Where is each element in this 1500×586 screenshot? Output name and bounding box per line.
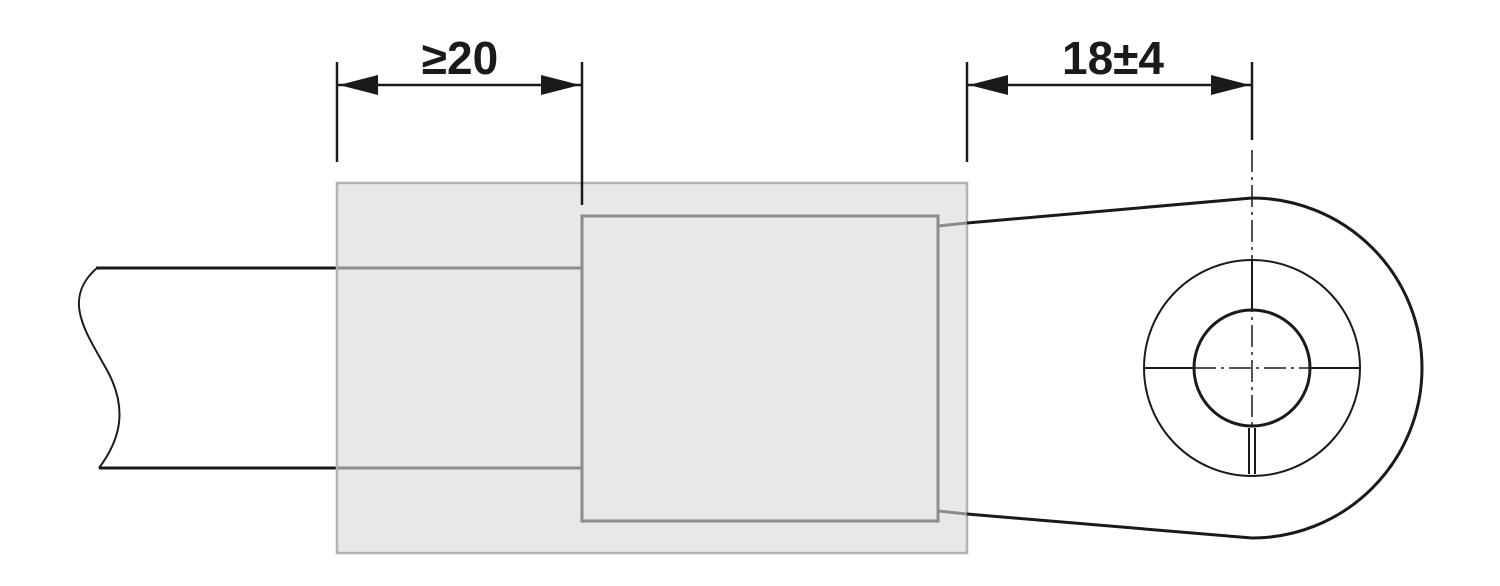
ring-slot bbox=[1248, 428, 1256, 474]
arrowhead-right bbox=[541, 75, 580, 95]
arrowhead-right bbox=[1211, 75, 1250, 95]
dimension-lug-offset: 18±4 bbox=[965, 32, 1254, 162]
arrowhead-left bbox=[339, 75, 378, 95]
arrowhead-left bbox=[969, 75, 1008, 95]
lug-neck-top-inner bbox=[937, 221, 968, 228]
dimension-label-strip-length: ≥20 bbox=[422, 32, 498, 84]
crimp-barrel bbox=[580, 214, 940, 523]
dimension-label-lug-offset: 18±4 bbox=[1062, 32, 1164, 84]
lug-palm-outline bbox=[966, 196, 1424, 540]
dimension-strip-length: ≥20 bbox=[335, 32, 584, 205]
cable bbox=[77, 266, 338, 470]
cable-break-line bbox=[77, 267, 121, 469]
lug-neck-bottom-inner bbox=[937, 509, 968, 516]
cable-inside-sleeve bbox=[338, 266, 582, 470]
